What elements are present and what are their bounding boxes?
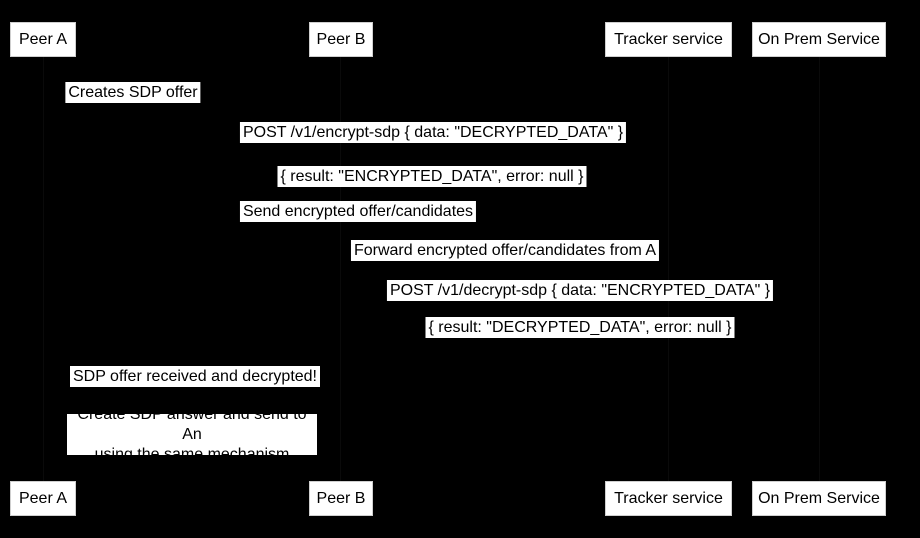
lifeline-tracker — [668, 57, 669, 481]
actor-box-on-prem-bottom: On Prem Service — [752, 481, 886, 516]
lifeline-peer-b — [340, 57, 341, 481]
message-label-send-encrypted-offer: Send encrypted offer/candidates — [239, 201, 477, 222]
note-line-2: using the same mechanism — [94, 445, 290, 463]
note-line-1: Create SDP answer and send to An — [77, 405, 307, 443]
actor-box-peer-b-top: Peer B — [309, 22, 373, 57]
actor-box-peer-b-bottom: Peer B — [309, 481, 373, 516]
message-label-creates-sdp-offer: Creates SDP offer — [65, 82, 201, 103]
message-label-decrypt-result: { result: "DECRYPTED_DATA", error: null … — [425, 317, 735, 338]
actor-box-peer-a-top: Peer A — [10, 22, 76, 57]
actor-box-tracker-top: Tracker service — [605, 22, 732, 57]
note-create-sdp-answer: Create SDP answer and send to An using t… — [67, 406, 317, 463]
lifeline-on-prem — [819, 57, 820, 481]
message-label-post-decrypt-sdp: POST /v1/decrypt-sdp { data: "ENCRYPTED_… — [386, 280, 774, 301]
actor-box-on-prem-top: On Prem Service — [752, 22, 886, 57]
lifeline-peer-a — [43, 57, 44, 481]
message-label-encrypt-result: { result: "ENCRYPTED_DATA", error: null … — [277, 166, 587, 187]
message-label-offer-received: SDP offer received and decrypted! — [70, 366, 320, 387]
message-label-forward-encrypted: Forward encrypted offer/candidates from … — [350, 240, 660, 261]
message-label-post-encrypt-sdp: POST /v1/encrypt-sdp { data: "DECRYPTED_… — [239, 122, 627, 143]
actor-box-peer-a-bottom: Peer A — [10, 481, 76, 516]
actor-box-tracker-bottom: Tracker service — [605, 481, 732, 516]
